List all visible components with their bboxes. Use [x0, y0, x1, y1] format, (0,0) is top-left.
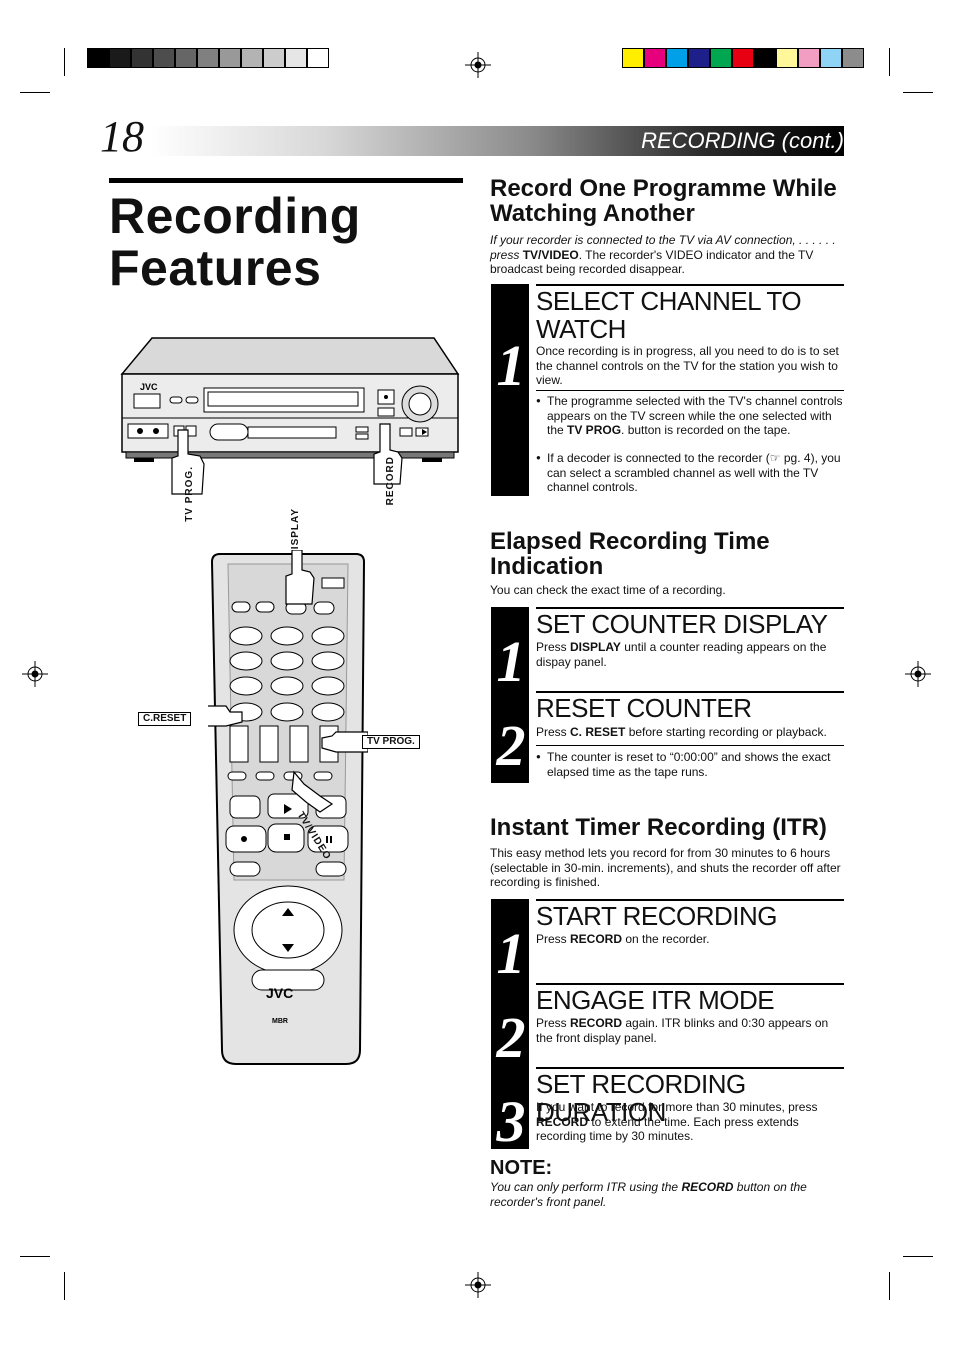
vcr-brand-logo: JVC: [140, 382, 158, 392]
calibration-swatch: [131, 48, 153, 68]
calibration-swatch: [754, 48, 776, 68]
calibration-swatch: [732, 48, 754, 68]
calibration-swatch: [109, 48, 131, 68]
section2-intro: You can check the exact time of a record…: [490, 583, 726, 597]
calibration-swatch: [820, 48, 842, 68]
registration-mark-right: [905, 661, 931, 687]
bullet-item: The programme selected with the TV's cha…: [536, 394, 844, 438]
section3-intro: This easy method lets you record for fro…: [490, 846, 841, 889]
step-title-reset-counter: RESET COUNTER: [536, 693, 752, 723]
calibration-swatch: [688, 48, 710, 68]
section-title: RECORDING (cont.): [641, 128, 844, 153]
registration-mark-bottom: [465, 1272, 491, 1298]
step-number: 2: [496, 1005, 526, 1070]
c-reset-callout: C.RESET: [138, 712, 192, 726]
step-title-select-channel: SELECT CHANNEL TO WATCH: [536, 286, 802, 344]
step-number: 1: [496, 333, 526, 398]
calibration-swatch: [842, 48, 864, 68]
calibration-swatch: [666, 48, 688, 68]
remote-illustration: JVC MBR: [208, 550, 368, 1065]
divider: [536, 745, 844, 746]
bullet-item: The counter is reset to “0:00:00” and sh…: [536, 750, 844, 779]
step-body: Press DISPLAY until a counter reading ap…: [536, 640, 827, 669]
header-band: [150, 126, 844, 156]
remote-mbr-logo: MBR: [272, 1018, 288, 1025]
note-body: You can only perform ITR using the RECOR…: [490, 1180, 807, 1209]
step-rule: [536, 607, 844, 609]
section-heading-record-while-watching: Record One Programme While Watching Anot…: [490, 175, 837, 227]
step-number: 1: [496, 629, 526, 694]
title-rule: [109, 178, 463, 183]
step-number: 3: [496, 1089, 526, 1154]
calibration-swatch: [153, 48, 175, 68]
step-body: Press RECORD on the recorder.: [536, 932, 710, 946]
calibration-swatch: [197, 48, 219, 68]
divider: [536, 390, 844, 391]
remote-brand-logo: JVC: [266, 985, 293, 1001]
step-rule: [536, 983, 844, 985]
calibration-swatch: [285, 48, 307, 68]
section1-intro: If your recorder is connected to the TV …: [490, 233, 836, 276]
step-rule: [536, 284, 844, 286]
step-bar-select-channel: [491, 284, 529, 496]
step-body: Once recording is in progress, all you n…: [536, 344, 839, 387]
calibration-swatch: [219, 48, 241, 68]
calibration-swatch: [241, 48, 263, 68]
calibration-swatch: [175, 48, 197, 68]
calibration-swatch: [87, 48, 109, 68]
calibration-swatch: [798, 48, 820, 68]
calibration-swatch: [622, 48, 644, 68]
step-number: 1: [496, 921, 526, 986]
step-rule: [536, 1067, 844, 1069]
step-rule: [536, 899, 844, 901]
step-number: 2: [496, 713, 526, 778]
step-bar-itr: [491, 899, 529, 1149]
step-body: If you want to record for more than 30 m…: [536, 1100, 818, 1143]
page-title: Recording Features: [109, 188, 361, 296]
tv-prog-remote-callout: TV PROG.: [362, 735, 420, 749]
calibration-swatch: [263, 48, 285, 68]
registration-mark-left: [22, 661, 48, 687]
step-bar-counter: [491, 607, 529, 783]
step-title-set-duration: SET RECORDING DURATION: [536, 1069, 746, 1127]
calibration-swatch: [307, 48, 329, 68]
bullet-item: If a decoder is connected to the recorde…: [536, 451, 844, 495]
vcr-illustration: JVC: [120, 337, 460, 495]
step-rule: [536, 691, 844, 693]
step-title-start-recording: START RECORDING: [536, 901, 777, 931]
note-heading: NOTE:: [490, 1157, 553, 1179]
record-label: RECORD: [385, 456, 396, 506]
step-title-engage-itr: ENGAGE ITR MODE: [536, 985, 775, 1015]
calibration-swatch: [644, 48, 666, 68]
tv-prog-vcr-label: TV PROG.: [184, 466, 195, 522]
step-body: Press C. RESET before starting recording…: [536, 725, 827, 739]
step-body: Press RECORD again. ITR blinks and 0:30 …: [536, 1016, 829, 1045]
calibration-swatch: [710, 48, 732, 68]
page-number: 18: [100, 112, 144, 161]
calibration-swatch: [776, 48, 798, 68]
step-title-set-counter-display: SET COUNTER DISPLAY: [536, 609, 828, 639]
section-heading-elapsed-time: Elapsed Recording Time Indication: [490, 528, 770, 580]
section-heading-itr: Instant Timer Recording (ITR): [490, 814, 827, 841]
registration-mark-top: [465, 52, 491, 78]
